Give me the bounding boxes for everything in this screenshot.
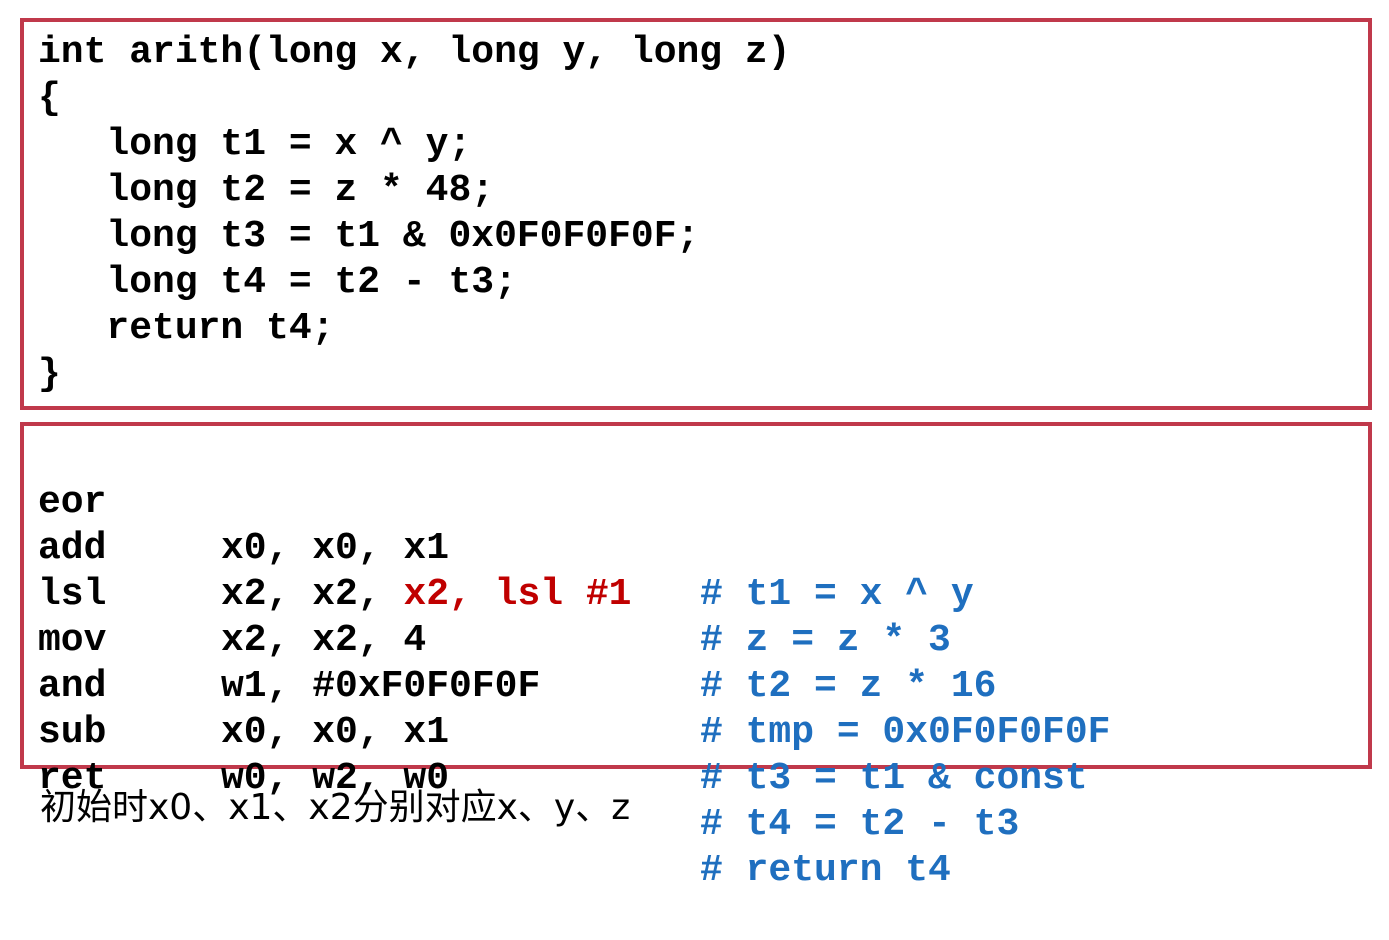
code-line-2: { [38,77,61,120]
asm-comment: # tmp = 0x0F0F0F0F [700,711,1111,754]
asm-opcode: eor [38,481,107,524]
code-line-3: long t1 = x ^ y; [38,123,472,166]
asm-row: sub w0, w2, w0 # t4 = t2 - t3 [24,664,1019,846]
highlighted-operand: x2, lsl #1 [403,573,632,616]
asm-comment: # z = z * 3 [700,619,951,662]
asm-comment: # t2 = z * 16 [700,665,997,708]
asm-row: ret # return t4 [24,710,951,892]
asm-row: lsl x2, x2, 4 # t2 = z * 16 [24,526,996,708]
code-line-6: long t4 = t2 - t3; [38,261,517,304]
asm-operands: x0, x0, x1 [221,527,450,570]
asm-opcode: sub [38,711,107,754]
asm-comment: # return t4 [700,849,951,892]
assembly-code-box: eor x0, x0, x1 # t1 = x ^ y add x2, x2, … [20,422,1372,892]
asm-operands: w1, #0xF0F0F0F [221,665,541,708]
asm-opcode: lsl [38,573,107,616]
asm-operands: x2, x2, x2, lsl #1 [221,573,632,616]
code-line-1: int arith(long x, long y, long z) [38,31,791,74]
asm-row: mov w1, #0xF0F0F0F # tmp = 0x0F0F0F0F [24,572,1110,754]
asm-opcode: ret [38,757,107,800]
asm-operands: x2, x2, 4 [221,619,427,662]
asm-row: eor x0, x0, x1 # t1 = x ^ y [24,434,974,616]
code-line-5: long t3 = t1 & 0x0F0F0F0F; [38,215,700,258]
asm-row: add x2, x2, x2, lsl #1 # z = z * 3 [24,480,951,662]
asm-row: and x0, x0, x1 # t3 = t1 & const [24,618,1088,800]
asm-opcode: and [38,665,107,708]
asm-comment: # t4 = t2 - t3 [700,803,1020,846]
c-source-code-box: int arith(long x, long y, long z) { long… [20,18,1372,410]
code-line-8: } [38,353,61,396]
asm-comment: # t3 = t1 & const [700,757,1088,800]
asm-comment: # t1 = x ^ y [700,573,974,616]
asm-operands: w0, w2, w0 [221,757,450,800]
code-line-4: long t2 = z * 48; [38,169,495,212]
asm-opcode: add [38,527,107,570]
code-line-7: return t4; [38,307,335,350]
asm-operands: x0, x0, x1 [221,711,450,754]
asm-opcode: mov [38,619,107,662]
register-mapping-caption: 初始时x0、x1、x2分别对应x、y、z [40,787,631,828]
